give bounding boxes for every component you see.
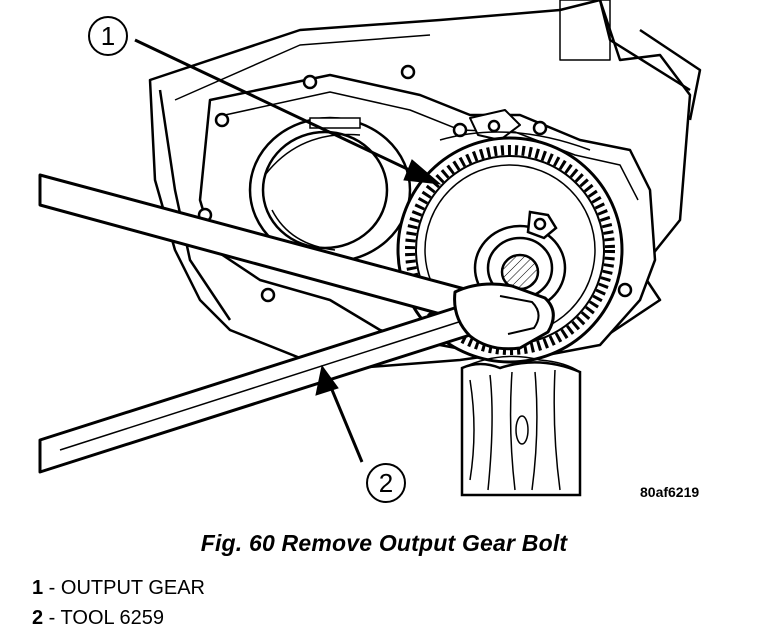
legend-number: 1 <box>32 577 44 599</box>
legend-item: 1 - OUTPUT GEAR <box>32 573 205 603</box>
arrowhead-2 <box>315 364 339 396</box>
callout-1-number: 1 <box>101 21 115 51</box>
legend-number: 2 <box>32 607 44 629</box>
leader-arrow-2 <box>328 384 364 463</box>
legend-text: TOOL 6259 <box>60 607 164 629</box>
callout-2-number: 2 <box>379 468 393 498</box>
figure-caption: Fig. 60 Remove Output Gear Bolt <box>200 530 568 556</box>
image-code: 80af6219 <box>640 484 699 500</box>
tool-6259 <box>38 173 555 474</box>
input-bore <box>248 116 412 264</box>
leader-arrow-1 <box>134 38 421 177</box>
output-gear-illustration: 1 2 80af6219 <box>38 0 702 503</box>
legend-separator: - <box>43 577 61 599</box>
wood-block <box>460 355 582 497</box>
legend-item: 2 - TOOL 6259 <box>32 603 205 633</box>
callout-2: 2 <box>366 463 406 503</box>
arrowhead-1 <box>403 159 442 185</box>
legend-separator: - <box>43 607 61 629</box>
legend-text: OUTPUT GEAR <box>60 577 205 599</box>
legend: 1 - OUTPUT GEAR 2 - TOOL 6259 <box>32 573 205 633</box>
leader-arrows <box>134 38 442 463</box>
callout-1: 1 <box>88 16 128 56</box>
